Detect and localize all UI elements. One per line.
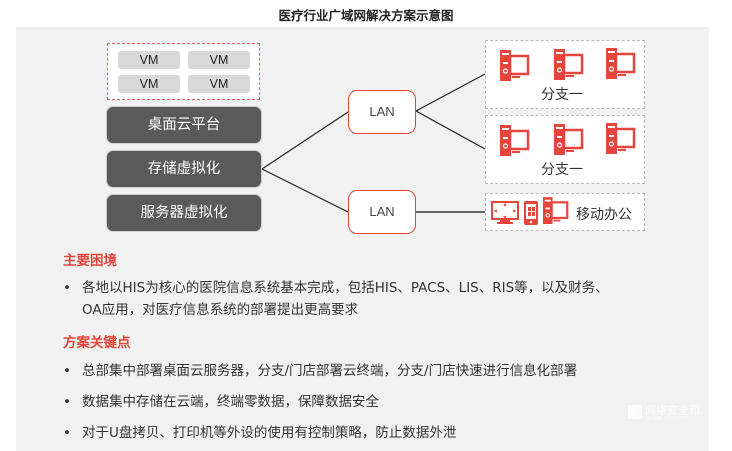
section-heading-challenges: 主要困境 — [63, 253, 117, 269]
bullet-dot: • — [63, 280, 71, 296]
bullet-text: 数据集中存储在云端，终端零数据，保障数据安全 — [82, 394, 379, 410]
link-lan1-branch1 — [415, 73, 486, 112]
lan-node: LAN — [348, 190, 416, 234]
diagram-title: 医疗行业广域网解决方案示意图 — [278, 8, 454, 23]
lan-node: LAN — [348, 90, 416, 134]
desktop-cloud-platform-block: 桌面云平台 — [107, 107, 261, 143]
watermark-url: www.cnitom… — [645, 414, 695, 422]
vm-block: VM — [188, 75, 250, 93]
bullet-text: OA应用，对医疗信息系统的部署提出更高要求 — [82, 302, 359, 318]
monitor-icon — [491, 201, 519, 225]
desktop-pc-icon — [500, 50, 530, 82]
desktop-pc-icon — [554, 124, 584, 156]
mobile-office-box: 移动办公 — [485, 193, 645, 231]
vm-block: VM — [118, 75, 180, 93]
branch-1-box: 分支一 — [485, 40, 645, 109]
watermark: 网络安全和… www.cnitom… — [628, 402, 711, 422]
watermark-logo-icon — [628, 405, 642, 419]
windows-phone-icon — [524, 201, 538, 225]
branch-2-box: 分支一 — [485, 115, 645, 184]
desktop-pc-icon — [543, 197, 569, 225]
branch-label: 分支一 — [541, 87, 583, 103]
bullet-text: 对于U盘拷贝、打印机等外设的使用有控制策略，防止数据外泄 — [82, 425, 457, 441]
bullet-dot: • — [63, 394, 71, 410]
vm-block: VM — [188, 51, 250, 69]
branch-label: 移动办公 — [576, 207, 632, 223]
watermark-text: 网络安全和… — [645, 404, 711, 417]
desktop-pc-icon — [606, 123, 636, 155]
server-virtualization-block: 服务器虚拟化 — [107, 195, 261, 231]
bullet-dot: • — [63, 425, 71, 441]
link-storage-lan2 — [261, 168, 349, 213]
desktop-pc-icon — [500, 125, 530, 157]
link-storage-lan1 — [261, 111, 349, 170]
vm-block: VM — [118, 51, 180, 69]
section-heading-key-points: 方案关键点 — [63, 335, 131, 351]
desktop-pc-icon — [554, 49, 584, 81]
storage-virtualization-block: 存储虚拟化 — [107, 151, 261, 187]
bullet-dot: • — [63, 363, 71, 379]
desktop-pc-icon — [606, 48, 636, 80]
vm-group: VM VM VM VM — [107, 43, 260, 100]
bullet-text: 总部集中部署桌面云服务器，分支/门店部署云终端，分支/门店快速进行信息化部署 — [82, 363, 578, 379]
link-lan1-branch2 — [415, 110, 486, 150]
bullet-text: 各地以HIS为核心的医院信息系统基本完成，包括HIS、PACS、LIS、RIS等… — [82, 280, 609, 296]
branch-label: 分支一 — [541, 162, 583, 178]
